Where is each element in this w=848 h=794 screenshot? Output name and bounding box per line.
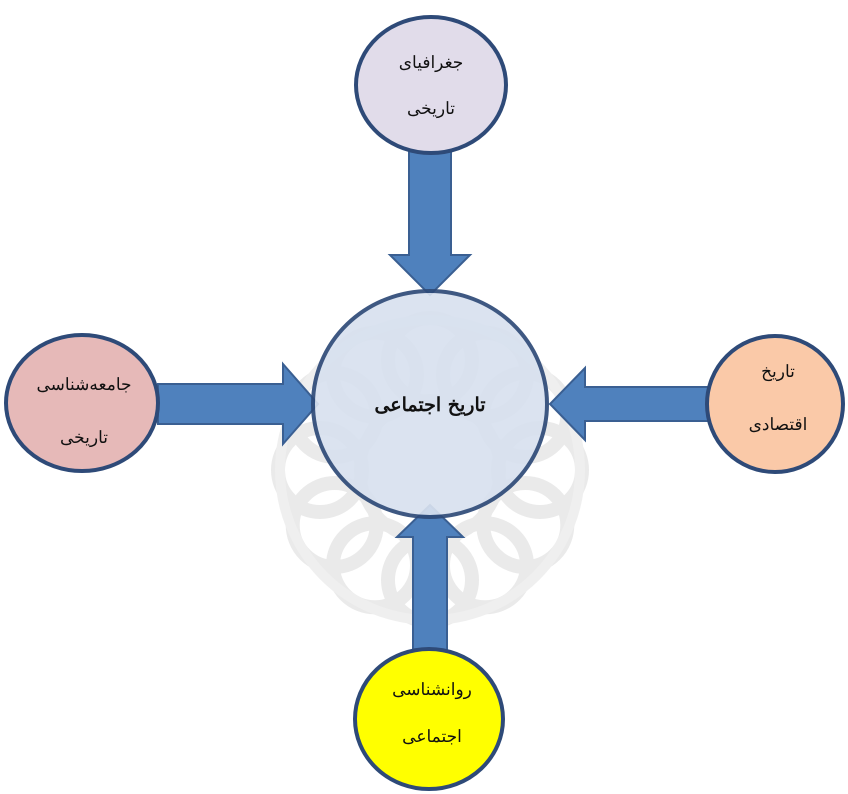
- arrow-right-to-center: [548, 365, 713, 443]
- node-bottom-line2: اجتماعی: [402, 727, 462, 747]
- node-right-line2: اقتصادی: [749, 415, 808, 435]
- node-top-line2: تاریخی: [407, 99, 455, 119]
- arrow-left-to-center: [157, 361, 320, 447]
- node-bottom: روانشناسی اجتماعی: [353, 647, 505, 791]
- node-bottom-line1: روانشناسی: [392, 680, 472, 700]
- node-left-line1: جامعه‌شناسی: [36, 375, 131, 395]
- node-center-label: تاریخ اجتماعی: [374, 394, 485, 416]
- node-right: تاریخ اقتصادی: [705, 334, 845, 474]
- node-top: جغرافیای تاریخی: [354, 15, 508, 155]
- node-left: جامعه‌شناسی تاریخی: [4, 333, 160, 473]
- node-center: تاریخ اجتماعی: [311, 289, 549, 519]
- arrow-top-to-center: [387, 147, 473, 297]
- node-top-line1: جغرافیای: [399, 53, 464, 73]
- node-right-line1: تاریخ: [761, 362, 795, 382]
- node-left-line2: تاریخی: [60, 428, 108, 448]
